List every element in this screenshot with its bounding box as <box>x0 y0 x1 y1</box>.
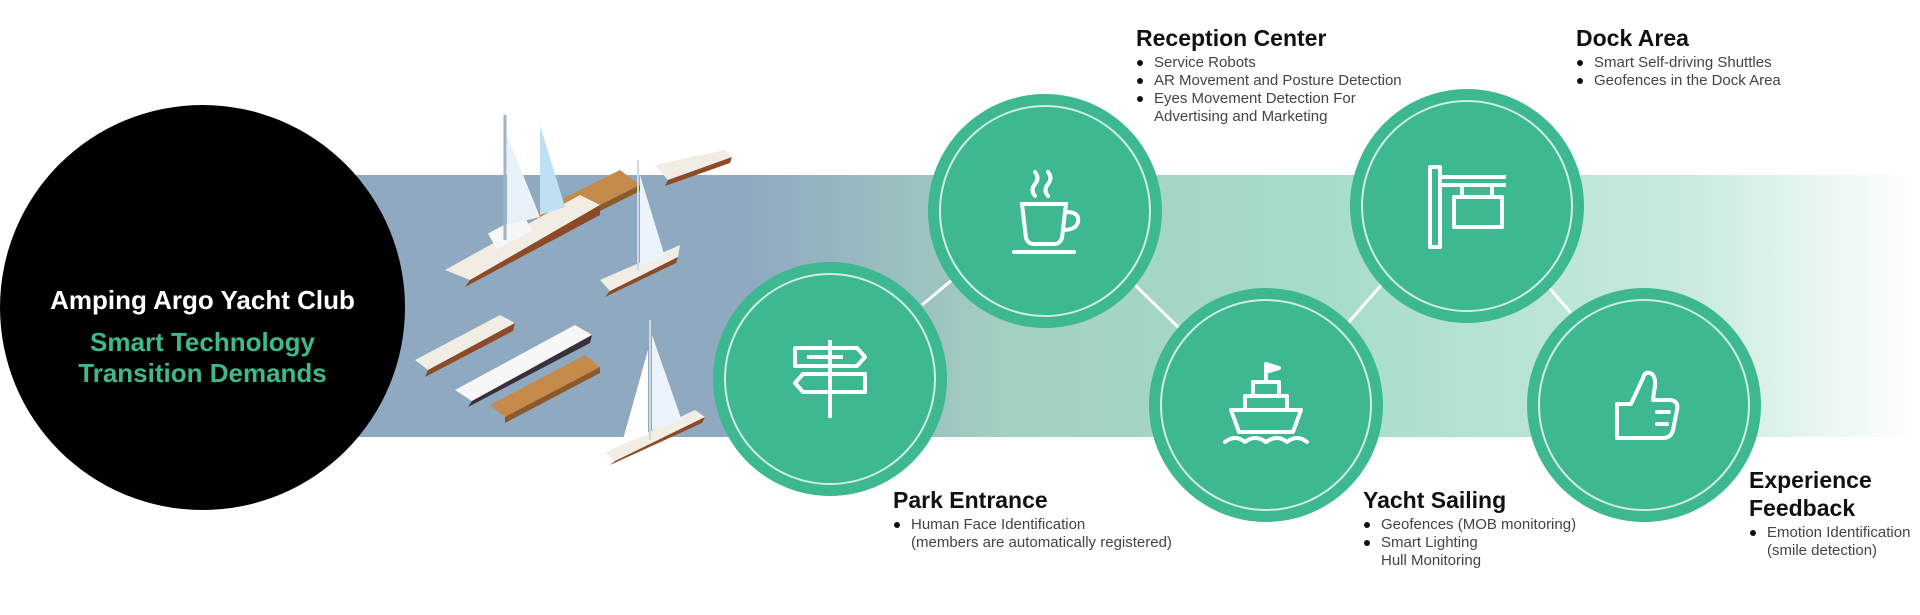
club-subtitle: Smart Technology Transition Demands <box>0 327 405 389</box>
experience-feedback-list: Emotion Identification (smile detection) <box>1749 524 1910 560</box>
connector-sailing-dock <box>1346 282 1385 324</box>
list-item: Advertising and Marketing <box>1154 108 1328 125</box>
yacht-sailing-label: Yacht Sailing Geofences (MOB monitoring)… <box>1363 486 1576 570</box>
reception-center-title: Reception Center <box>1136 25 1327 51</box>
list-item: Emotion Identification <box>1749 524 1911 541</box>
coffee-cup-icon <box>1012 170 1081 254</box>
list-item: Human Face Identification <box>894 516 1172 534</box>
list-item: AR Movement and Posture Detection <box>1137 72 1402 89</box>
park-entrance-list: Human Face Identification (members are a… <box>893 516 1172 552</box>
list-item: Eyes Movement Detection For <box>1137 90 1402 108</box>
club-subtitle-line1: Smart Technology <box>90 327 315 357</box>
node-ring <box>939 105 1151 317</box>
park-entrance-label: Park Entrance Human Face Identification … <box>893 486 1172 552</box>
yacht-sailing-list: Geofences (MOB monitoring) Smart Lightin… <box>1363 516 1576 570</box>
experience-feedback-node <box>1527 288 1761 522</box>
list-item: (members are automatically registered) <box>911 534 1172 551</box>
node-ring <box>1160 299 1372 511</box>
connector-reception-sailing <box>1131 281 1182 331</box>
reception-center-node <box>928 94 1162 328</box>
list-item: Service Robots <box>1137 54 1402 72</box>
experience-feedback-title-line2: Feedback <box>1749 495 1856 521</box>
experience-feedback-title-line1: Experience <box>1749 467 1872 493</box>
node-ring <box>1538 299 1750 511</box>
list-item: Smart Self-driving Shuttles <box>1577 54 1781 72</box>
yacht-sailing-node <box>1149 288 1383 522</box>
ship-icon <box>1223 362 1309 444</box>
list-item: Geofences (MOB monitoring) <box>1363 516 1577 533</box>
yacht-sailing-title: Yacht Sailing <box>1363 487 1507 513</box>
list-item: Hull Monitoring <box>1381 552 1482 569</box>
club-title: Amping Argo Yacht Club <box>50 285 355 315</box>
hanging-sign-icon <box>1428 165 1506 249</box>
list-item: Geofences in the Dock Area <box>1577 72 1781 89</box>
club-title-circle: Amping Argo Yacht Club Smart Technology … <box>0 105 405 510</box>
dock-area-label: Dock Area Smart Self-driving Shuttles Ge… <box>1576 24 1781 90</box>
club-subtitle-line2: Transition Demands <box>78 358 327 388</box>
node-ring <box>1361 100 1573 312</box>
experience-feedback-label: Experience Feedback Emotion Identificati… <box>1749 466 1910 560</box>
signpost-icon <box>793 340 867 418</box>
node-ring <box>724 273 936 485</box>
park-entrance-node <box>713 262 947 496</box>
dock-area-node <box>1350 89 1584 323</box>
dock-area-title: Dock Area <box>1576 25 1689 51</box>
dock-area-list: Smart Self-driving Shuttles Geofences in… <box>1576 54 1781 90</box>
list-item: (smile detection) <box>1767 542 1878 559</box>
reception-center-list: Service Robots AR Movement and Posture D… <box>1136 54 1402 126</box>
park-entrance-title: Park Entrance <box>893 487 1048 513</box>
yachts-illustration <box>415 115 732 465</box>
reception-center-label: Reception Center Service Robots AR Movem… <box>1136 24 1402 126</box>
list-item: Smart Lighting <box>1363 534 1576 552</box>
connector-entrance-reception <box>921 278 953 307</box>
thumbs-up-icon <box>1615 370 1680 440</box>
